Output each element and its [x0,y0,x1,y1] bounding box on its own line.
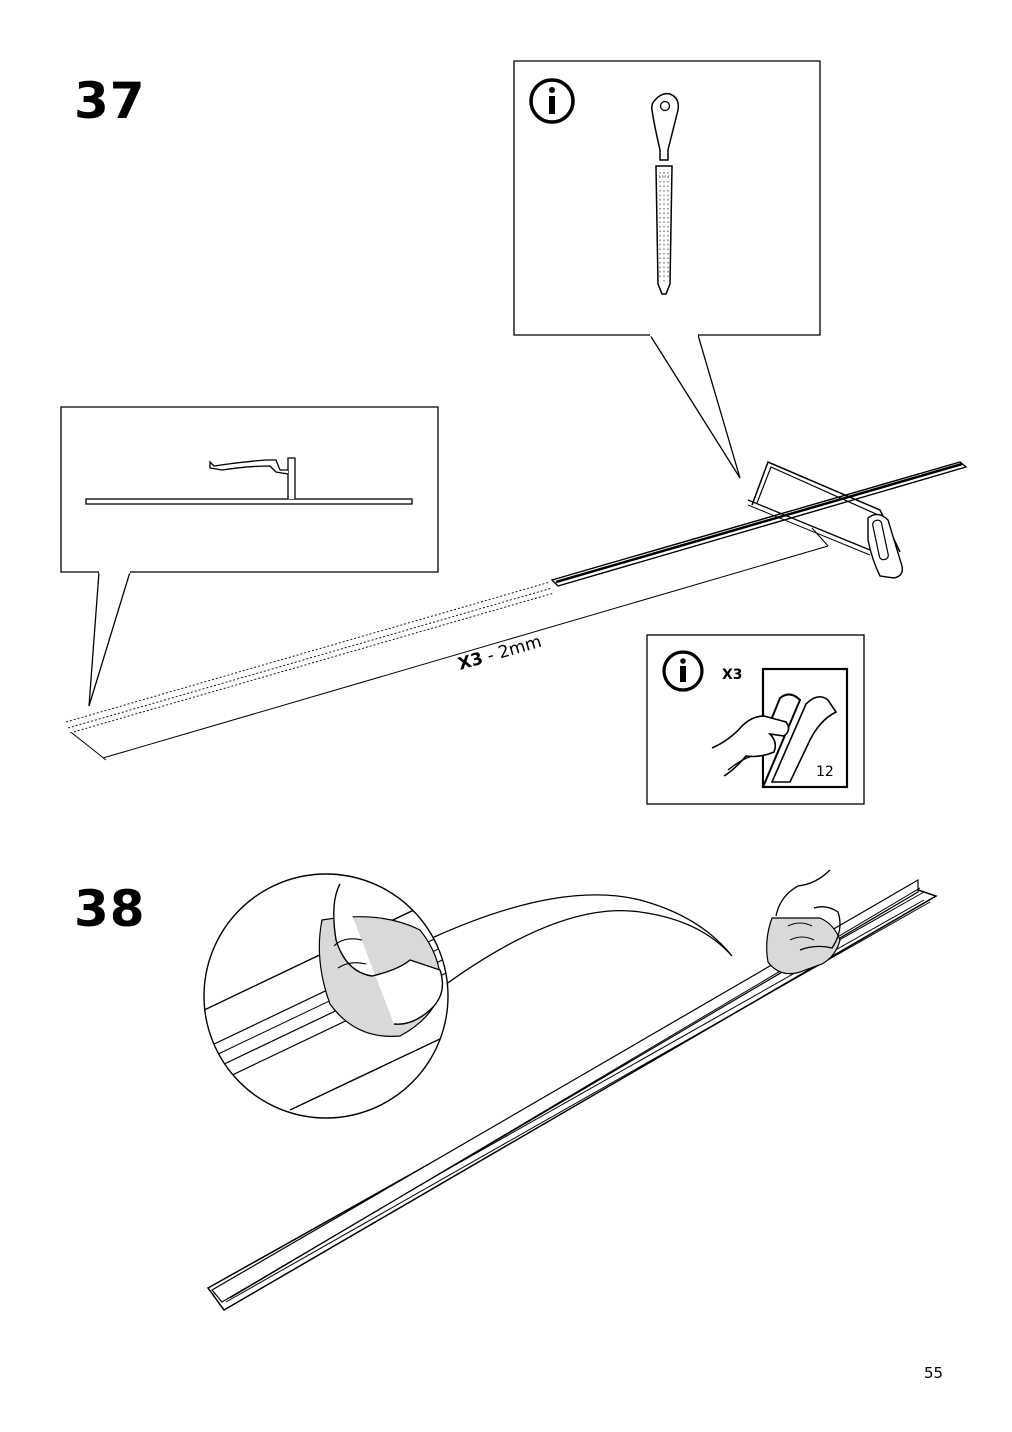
zoom-detail-circle [203,873,449,1119]
length-annotation: - 2mm [480,632,544,668]
peel-film-info-panel: X3 12 [646,634,865,805]
svg-text:X3 - 2mm: X3 - 2mm [456,632,544,675]
page-reference: 12 [816,764,834,780]
strip-with-dimension: X3 - 2mm [65,461,968,761]
file-tool-callout [513,60,821,479]
info-panel-quantity: X3 [722,667,743,683]
profile-section-callout [60,406,439,707]
zoom-connector [431,894,733,991]
hacksaw-icon [747,461,904,579]
profile-rail [206,878,938,1311]
page-number: 55 [924,1364,944,1382]
peeling-film-icon [711,667,849,789]
info-circle-icon [662,650,704,692]
hand-cleaning-icon [766,869,841,975]
step-number-37: 37 [74,72,146,130]
file-tool-icon [651,92,680,295]
info-circle-icon [529,78,575,124]
step-number-38: 38 [74,880,146,938]
